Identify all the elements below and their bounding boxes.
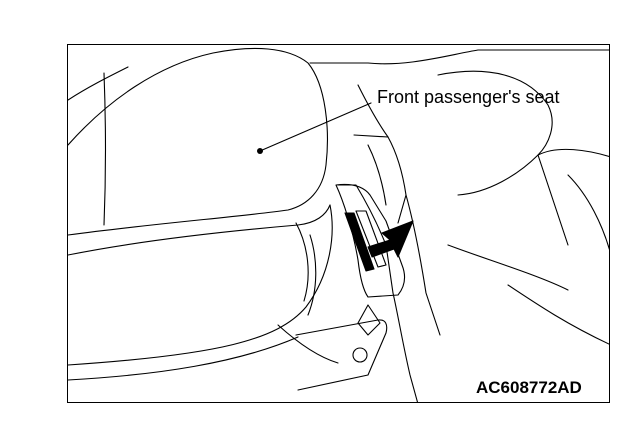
contour-lines	[437, 70, 609, 345]
diagram-frame: Front passenger's seat AC608772AD	[67, 44, 610, 403]
figure-code: AC608772AD	[476, 378, 582, 397]
seat-outline-icon	[68, 47, 333, 381]
callout-leader	[257, 102, 372, 154]
callout-label: Front passenger's seat	[377, 87, 560, 107]
arrow-pointer-icon	[367, 220, 414, 258]
seat-illustration	[68, 47, 609, 402]
